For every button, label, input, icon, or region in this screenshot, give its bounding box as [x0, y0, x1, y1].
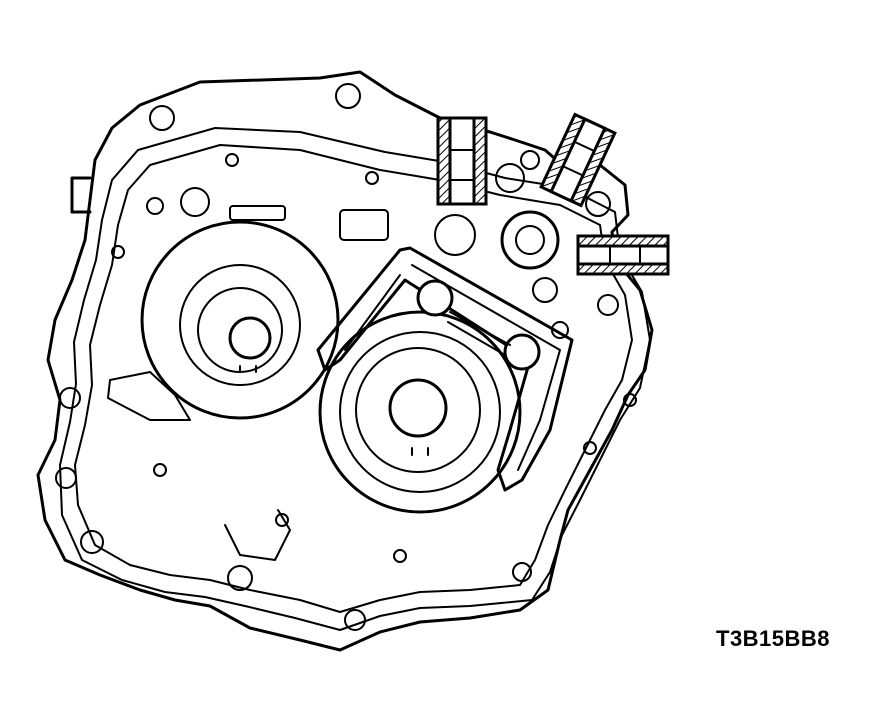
gasket-flange [74, 144, 633, 613]
bolt-hole [225, 153, 239, 167]
bolt-hole [55, 467, 77, 489]
shaft-boss-inner [515, 225, 545, 255]
bolt-hole [153, 463, 167, 477]
left-bearing-bore [107, 220, 340, 421]
bolt-hole [275, 513, 289, 527]
bolt-hole [111, 245, 125, 259]
bolt-hole [59, 387, 81, 409]
side-stud [70, 176, 92, 214]
bolt-hole [149, 105, 175, 131]
boss [180, 187, 210, 217]
rib-slot [229, 205, 286, 221]
lower-boss [224, 509, 291, 561]
bolt-hole [365, 171, 379, 185]
bolt-hole [344, 609, 366, 631]
bolt-hole [80, 530, 104, 554]
boss [551, 321, 569, 339]
bolt-hole [585, 191, 611, 217]
bolt-hole [512, 562, 532, 582]
bolt-hole [532, 277, 558, 303]
bolt-hole [597, 294, 619, 316]
figure-code-label: T3B15BB8 [716, 626, 831, 651]
bolt-hole [520, 150, 540, 170]
detent-plug-side [576, 234, 670, 276]
boss [495, 163, 525, 193]
detent-plug-angled [539, 112, 617, 208]
bolt-hole [227, 565, 253, 591]
rib-slot [339, 209, 389, 241]
shaft-boss [500, 210, 560, 270]
detent-plug-top [436, 116, 488, 206]
right-bearing-bore [318, 310, 522, 514]
boss [146, 197, 164, 215]
bolt-hole [583, 441, 597, 455]
shift-rail-cage [316, 246, 574, 492]
bolt-hole [335, 83, 361, 109]
bolt-holes [55, 83, 637, 631]
bolt-hole [623, 393, 637, 407]
bolt-hole [393, 549, 407, 563]
case-outline [36, 70, 654, 652]
boss [434, 214, 476, 256]
